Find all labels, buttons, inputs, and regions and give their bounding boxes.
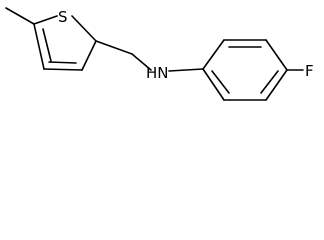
- bond-ring-3: [265, 39, 288, 71]
- bond-ring-4: [265, 69, 288, 101]
- fluorine-label: F: [305, 62, 314, 80]
- bond-c3-c4-inner: [48, 61, 77, 64]
- bond-ring-inner-c: [211, 70, 230, 94]
- bond-c4-c5-inner: [42, 28, 52, 62]
- bond-c4-c5: [33, 23, 45, 70]
- bond-c2-ch2: [95, 40, 133, 55]
- bond-c3-c4: [43, 68, 83, 71]
- sulfur-label: S: [58, 8, 68, 26]
- bonds: [5, 7, 304, 101]
- bond-c5-s: [33, 15, 58, 25]
- bond-ring-6: [202, 68, 225, 101]
- chemical-structure-diagram: S HN F: [5, 7, 314, 101]
- atom-labels: S HN F: [58, 8, 314, 82]
- bond-n-ring: [168, 68, 204, 72]
- nitrogen-label: HN: [146, 64, 169, 82]
- bond-ch2-n: [131, 53, 152, 71]
- bond-s-c2: [71, 15, 97, 42]
- bond-ring-inner-b: [260, 70, 279, 94]
- bond-methyl-c5: [5, 7, 35, 25]
- bond-c2-c3: [81, 40, 97, 71]
- bond-ring-1: [202, 39, 225, 70]
